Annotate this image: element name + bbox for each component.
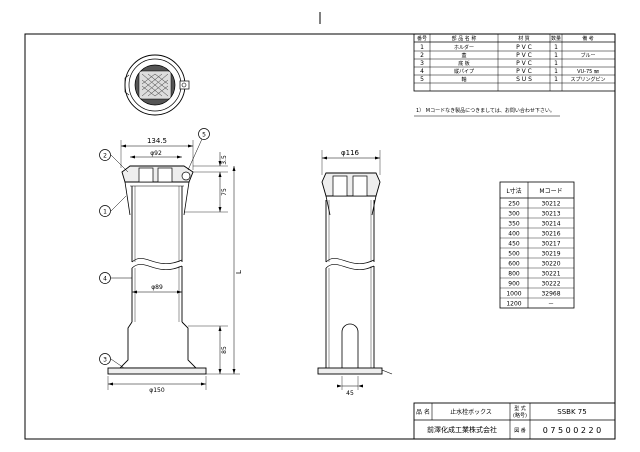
- dim-holder-height: 75: [221, 188, 228, 196]
- size-row-4-mcode: 30216: [541, 231, 560, 238]
- parts-row-5-material: S U S: [516, 76, 532, 83]
- parts-table: 番号 部 品 名 称 材 質 数量 備 考 1 ホルダー P V C 1 2 蓋…: [413, 33, 616, 92]
- size-row-9-length: 900: [508, 281, 520, 288]
- balloon-4: 4: [99, 272, 111, 284]
- size-row-8-mcode: 30221: [541, 271, 560, 278]
- size-row-10-mcode: 32968: [541, 291, 560, 298]
- title-model-value: SSBK 75: [557, 408, 586, 416]
- parts-row-3-material: P V C: [516, 60, 532, 67]
- parts-row-1-no: 1: [420, 44, 424, 51]
- svg-text:2: 2: [103, 153, 107, 160]
- side-view: [317, 150, 393, 390]
- parts-row-5-name: 軸: [461, 76, 466, 83]
- dim-base-height: 85: [221, 346, 228, 354]
- size-header-length: L寸法: [506, 187, 521, 195]
- size-row-7-mcode: 30220: [541, 261, 560, 268]
- dim-length: L: [235, 270, 243, 274]
- parts-row-2-remarks: ブルー: [580, 52, 595, 59]
- balloon-3: 3: [99, 353, 111, 365]
- dim-side-bottom: 45: [346, 390, 354, 397]
- title-code-label: 図 番: [514, 427, 526, 434]
- size-row-1-length: 250: [508, 201, 520, 208]
- svg-text:1: 1: [103, 209, 107, 216]
- balloon-2: 2: [99, 149, 111, 161]
- title-model-label: 型 式: [514, 405, 526, 412]
- parts-row-4-no: 4: [420, 68, 424, 75]
- note-text: 1） Mコードなき製品につきましては、お問い合わせ下さい。: [416, 107, 555, 114]
- size-row-6-length: 500: [508, 251, 520, 258]
- parts-row-3-qty: 1: [554, 60, 558, 67]
- balloon-5: 5: [198, 128, 210, 140]
- size-row-5-mcode: 30217: [541, 241, 560, 248]
- title-company: 前澤化成工業株式会社: [427, 425, 497, 434]
- size-row-4-length: 400: [508, 231, 520, 238]
- size-row-10-length: 1000: [506, 291, 521, 298]
- drawing-frame: [24, 33, 616, 440]
- dim-side-top: φ116: [341, 149, 360, 157]
- title-block: 品 名 止水栓ボックス 型 式 (略号) SSBK 75 前澤化成工業株式会社 …: [413, 402, 616, 440]
- parts-row-1-name: ホルダー: [454, 44, 474, 51]
- parts-row-4-material: P V C: [516, 68, 532, 75]
- title-name-value: 止水栓ボックス: [450, 408, 492, 416]
- balloon-1: 1: [99, 205, 111, 217]
- title-model-label-sub: (略号): [513, 412, 527, 419]
- dim-pipe-diameter: φ89: [151, 284, 163, 291]
- parts-header-qty: 数量: [551, 35, 561, 42]
- size-table: L寸法 Mコード 250 30212 300 30213 350 30214 4…: [499, 181, 575, 309]
- parts-header-name: 部 品 名 称: [452, 35, 477, 42]
- front-view: [107, 138, 240, 390]
- size-header-mcode: Mコード: [539, 188, 562, 195]
- size-row-1-mcode: 30212: [541, 201, 560, 208]
- size-row-8-length: 800: [508, 271, 520, 278]
- parts-row-4-name: 縦パイプ: [454, 68, 474, 75]
- title-code-value: 0 7 5 0 0 2 2 0: [543, 426, 602, 435]
- parts-header-remarks: 備 考: [582, 35, 594, 42]
- title-name-label: 品 名: [416, 408, 430, 416]
- size-row-11-length: 1200: [506, 301, 521, 308]
- parts-header-no: 番号: [417, 35, 427, 42]
- parts-row-2-qty: 1: [554, 52, 558, 59]
- top-view: [124, 54, 190, 116]
- parts-row-3-no: 3: [420, 60, 424, 67]
- dim-top-width: 134.5: [147, 137, 167, 145]
- size-row-2-mcode: 30213: [541, 211, 560, 218]
- dim-base-diameter: φ150: [149, 387, 165, 394]
- parts-row-4-qty: 1: [554, 68, 558, 75]
- parts-row-2-no: 2: [420, 52, 424, 59]
- size-row-3-mcode: 30214: [541, 221, 560, 228]
- size-row-7-length: 600: [508, 261, 520, 268]
- dim-top-gap: 3.5: [221, 155, 228, 165]
- parts-row-5-no: 5: [420, 76, 424, 83]
- parts-row-2-name: 蓋: [461, 52, 466, 59]
- parts-row-2-material: P V C: [516, 52, 532, 59]
- dim-top-inner: φ92: [150, 150, 162, 157]
- size-row-11-mcode: －: [548, 301, 554, 308]
- parts-row-5-remarks: スプリングピン: [570, 76, 605, 83]
- parts-row-3-name: 底 板: [458, 60, 470, 67]
- parts-header-material: 材 質: [518, 35, 530, 42]
- size-row-6-mcode: 30219: [541, 251, 560, 258]
- svg-text:5: 5: [202, 132, 206, 139]
- parts-row-4-remarks: VU-75 ㎜: [577, 69, 599, 75]
- svg-text:4: 4: [103, 276, 107, 283]
- parts-row-1-qty: 1: [554, 44, 558, 51]
- size-row-9-mcode: 30222: [541, 281, 560, 288]
- size-row-3-length: 350: [508, 221, 520, 228]
- size-row-5-length: 450: [508, 241, 520, 248]
- parts-row-1-material: P V C: [516, 44, 532, 51]
- svg-text:3: 3: [103, 357, 107, 364]
- size-row-2-length: 300: [508, 211, 520, 218]
- parts-row-5-qty: 1: [554, 76, 558, 83]
